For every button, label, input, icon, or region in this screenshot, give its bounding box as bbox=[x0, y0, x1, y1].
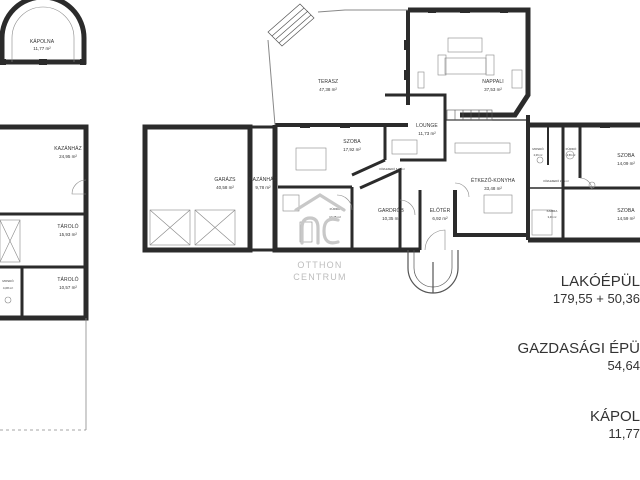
room-area: 6,92 m² bbox=[432, 216, 448, 221]
room-name: TÁROLÓ bbox=[57, 223, 78, 230]
room-area: 33,48 m² bbox=[484, 186, 502, 191]
room-name: KAZÁNHÁZ bbox=[54, 145, 81, 152]
room-area: 3,46 m² bbox=[548, 215, 557, 219]
room-kozlekedo-1: KÖZLEKEDŐ 6,71 m² bbox=[379, 166, 405, 171]
room-terasz: TERASZ 47,38 m² bbox=[318, 79, 338, 92]
room-name: KAMRA bbox=[547, 209, 558, 213]
room-furdo-r: FÜRDŐ 4,56 m² bbox=[566, 146, 577, 157]
interior-stairs bbox=[446, 109, 493, 121]
chapel-building bbox=[0, 0, 87, 65]
room-name: KAZÁNHÁZ bbox=[249, 176, 276, 183]
summary-value: 179,55 + 50,36 bbox=[552, 291, 640, 306]
room-area: 10,57 m² bbox=[59, 285, 77, 290]
room-area: 17,92 m² bbox=[343, 147, 361, 152]
house-walls bbox=[142, 7, 640, 253]
chapel-pillars bbox=[0, 59, 86, 65]
room-name: FÜRDŐ bbox=[566, 146, 577, 151]
room-kamra: KAMRA 3,46 m² bbox=[547, 209, 558, 219]
room-name: TÁROLÓ bbox=[57, 276, 78, 283]
room-area: 4,56 m² bbox=[567, 153, 576, 157]
room-szoba-1: SZOBA 17,92 m² bbox=[343, 139, 361, 152]
room-name: NAPPALI bbox=[482, 79, 503, 85]
room-eloter: ELŐTÉR 6,92 m² bbox=[430, 207, 451, 221]
summary-title: LAKÓÉPÜL bbox=[560, 273, 640, 290]
summary-value: 11,77 bbox=[608, 426, 640, 441]
room-name: MOSDÓ bbox=[532, 146, 544, 151]
room-kazanhaz-left: KAZÁNHÁZ 24,95 m² bbox=[54, 145, 81, 159]
room-area: 2,06 m² bbox=[534, 153, 543, 157]
logo-line1: OTTHON bbox=[297, 260, 342, 270]
room-area: 40,58 m² bbox=[216, 185, 234, 190]
room-area: 24,95 m² bbox=[59, 154, 77, 159]
room-name: ÉTKEZŐ-KONYHA bbox=[471, 177, 516, 184]
room-mosdo: MOSDÓ 4,08 m² bbox=[2, 278, 14, 290]
furniture bbox=[149, 37, 596, 246]
otthon-centrum-logo: OTTHON CENTRUM bbox=[293, 193, 346, 282]
room-kapolna: KÁPOLNA 11,77 m² bbox=[30, 38, 55, 51]
room-tarolo-b: TÁROLÓ 10,57 m² bbox=[57, 276, 78, 290]
room-nappali: NAPPALI 37,53 m² bbox=[482, 79, 503, 92]
room-area: 47,38 m² bbox=[319, 87, 337, 92]
room-name: KÖZLEKEDŐ 2,96 m² bbox=[543, 178, 569, 183]
room-garazs: GARÁZS 40,58 m² bbox=[214, 176, 236, 190]
room-area: 11,73 m² bbox=[418, 131, 436, 136]
room-area: 14,59 m² bbox=[617, 216, 635, 221]
terrace-stairs bbox=[267, 3, 315, 47]
room-szoba-2: SZOBA 14,09 m² bbox=[617, 153, 635, 166]
summary-value: 54,64 bbox=[607, 358, 640, 373]
room-name: GARÁZS bbox=[214, 176, 236, 183]
summary-lakoepulet: LAKÓÉPÜL 179,55 + 50,36 bbox=[553, 273, 640, 307]
room-name: TERASZ bbox=[318, 79, 338, 85]
summary-title: GAZDASÁGI ÉPÜ bbox=[517, 340, 640, 357]
room-area: 9,78 m² bbox=[255, 185, 271, 190]
room-name: MOSDÓ bbox=[2, 278, 14, 283]
summary-title: KÁPOL bbox=[589, 408, 640, 425]
summary-gazdasagi: GAZDASÁGI ÉPÜ 54,64 bbox=[517, 340, 640, 374]
room-area: 10,35 m² bbox=[382, 216, 400, 221]
outbuilding-fixtures bbox=[0, 179, 87, 304]
logo-line2: CENTRUM bbox=[293, 272, 346, 282]
room-area: 14,09 m² bbox=[617, 161, 635, 166]
room-kozlekedo-2: KÖZLEKEDŐ 2,96 m² bbox=[543, 178, 569, 183]
door-swings bbox=[336, 177, 593, 251]
room-area: 15,93 m² bbox=[59, 232, 77, 237]
outbuilding bbox=[0, 124, 89, 431]
room-name: FÜRDŐ bbox=[330, 206, 341, 211]
room-name: GARDRÓB bbox=[378, 207, 405, 214]
room-kazanhaz: KAZÁNHÁZ 9,78 m² bbox=[249, 176, 276, 190]
entrance-bay bbox=[407, 250, 459, 294]
room-gardrob: GARDRÓB 10,35 m² bbox=[378, 207, 405, 221]
room-name: SZOBA bbox=[617, 153, 635, 159]
room-area: 10,25 m² bbox=[329, 215, 341, 219]
summary-kapolna: KÁPOL 11,77 bbox=[590, 408, 640, 442]
room-area: 4,08 m² bbox=[3, 286, 13, 290]
room-etkezo: ÉTKEZŐ-KONYHA 33,48 m² bbox=[471, 177, 516, 191]
room-name: LOUNGE bbox=[416, 123, 438, 129]
wall-studs bbox=[172, 8, 610, 129]
room-name: KÁPOLNA bbox=[30, 38, 55, 45]
room-name: SZOBA bbox=[617, 208, 635, 214]
room-name: ELŐTÉR bbox=[430, 207, 451, 214]
room-mosdo-r: MOSDÓ 2,06 m² bbox=[532, 146, 544, 157]
room-name: KÖZLEKEDŐ 6,71 m² bbox=[379, 166, 405, 171]
room-furdo: FÜRDŐ 10,25 m² bbox=[329, 206, 341, 219]
room-area: 37,53 m² bbox=[484, 87, 502, 92]
room-tarolo-a: TÁROLÓ 15,93 m² bbox=[57, 223, 78, 237]
logo-mark bbox=[294, 193, 346, 245]
room-lounge: LOUNGE 11,73 m² bbox=[416, 123, 438, 136]
room-name: SZOBA bbox=[343, 139, 361, 145]
room-szoba-3: SZOBA 14,59 m² bbox=[617, 208, 635, 221]
room-area: 11,77 m² bbox=[33, 46, 51, 51]
